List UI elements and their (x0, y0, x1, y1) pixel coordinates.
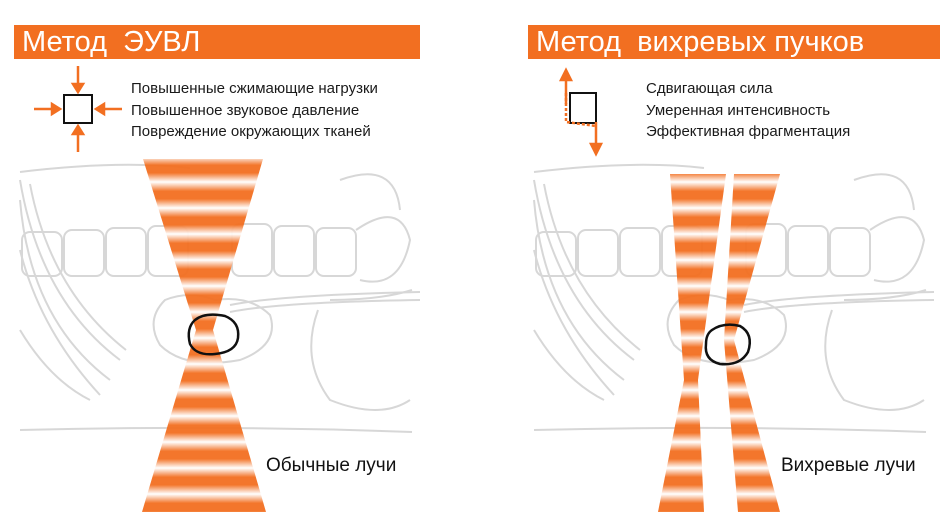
stone (704, 323, 751, 366)
conventional-beam (143, 159, 263, 330)
vortex-illustration (533, 67, 935, 512)
vortex-beam-b (724, 174, 780, 340)
note-line: Сдвигающая сила (646, 80, 773, 97)
note-line: Повреждение окружающих тканей (131, 123, 371, 140)
note-line: Умеренная интенсивность (646, 101, 831, 119)
vortex-panel: Метод вихревых пучков Сдвигающая сила Ум… (472, 0, 944, 531)
note-line: Повышенное звуковое давление (131, 101, 360, 119)
conventional-beam-label: Обычные лучи (266, 455, 397, 476)
vortex-beam-label: Вихревые лучи (781, 455, 916, 476)
vortex-beam-b-lower (724, 340, 780, 512)
vortex-beam-a-lower (658, 380, 704, 512)
eswl-illustration (19, 66, 421, 512)
vortex-beam-a (670, 174, 726, 380)
eswl-notes: Повышенные сжимающие нагрузки Повышенное… (131, 78, 378, 143)
eswl-panel: Метод ЭУВЛ Повышенные сжимающие нагрузки… (14, 25, 421, 512)
vortex-title: Метод вихревых пучков (528, 25, 940, 59)
vortex-notes: Сдвигающая сила Умеренная интенсивность … (646, 78, 850, 143)
compression-square-icon (34, 66, 122, 152)
note-line: Эффективная фрагментация (646, 123, 851, 140)
eswl-title: Метод ЭУВЛ (14, 25, 420, 59)
conventional-beam-lower (142, 330, 266, 512)
note-line: Повышенные сжимающие нагрузки (131, 80, 378, 97)
stone (187, 313, 240, 356)
shear-force-icon (558, 67, 604, 157)
